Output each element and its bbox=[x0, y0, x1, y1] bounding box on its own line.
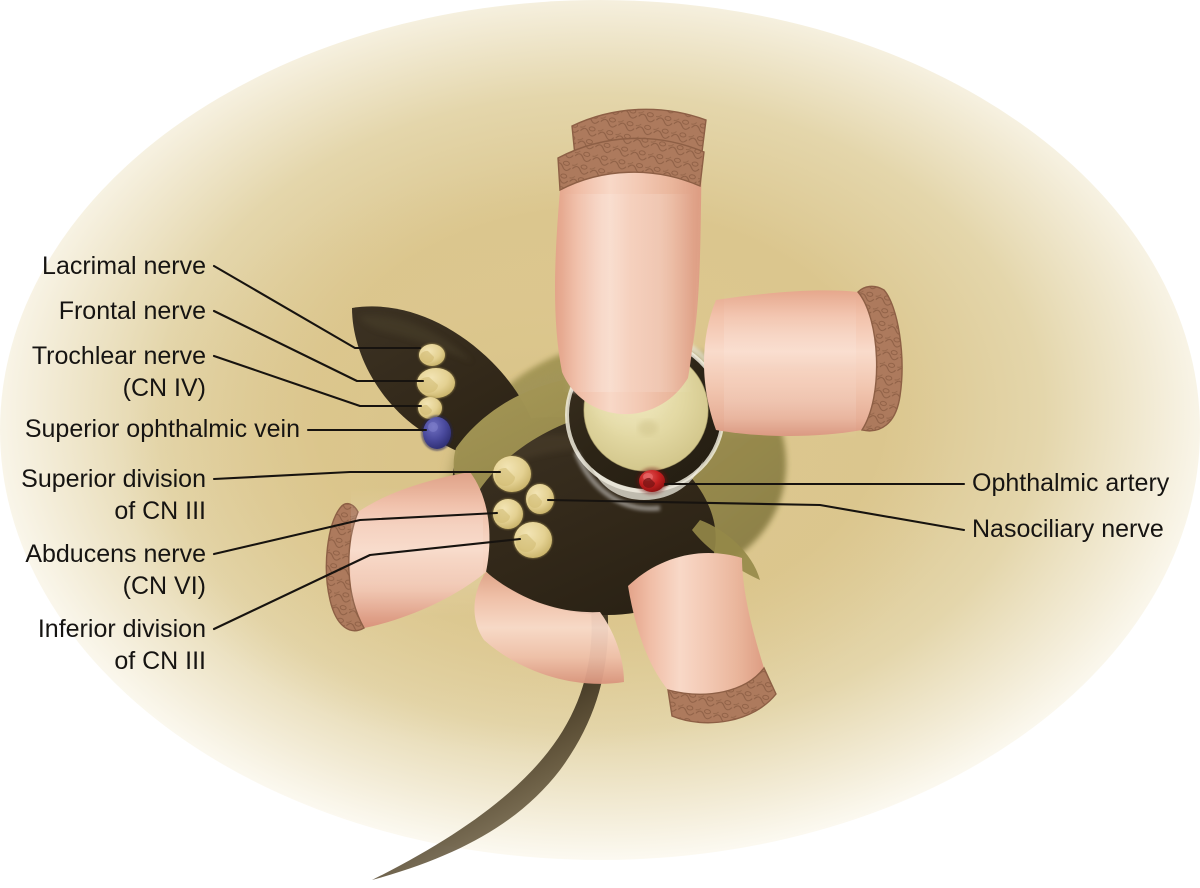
label-trochlear-nerve: Trochlear nerve(CN IV) bbox=[32, 342, 206, 402]
optic-sheath-lower-rim bbox=[592, 458, 704, 500]
frontal-nerve-section bbox=[416, 367, 456, 399]
label-nasociliary-nerve: Nasociliary nerve bbox=[972, 515, 1164, 543]
fissure-tail bbox=[372, 600, 609, 880]
superior-rectus-cut-surface bbox=[557, 137, 705, 192]
lateral-rectus-stump bbox=[704, 285, 903, 440]
superior-division-cn3-section bbox=[492, 455, 532, 493]
trochlear-nerve-section bbox=[417, 396, 443, 420]
inferior-oblique-band bbox=[474, 572, 624, 684]
leader-lines bbox=[212, 264, 966, 631]
leader-trochlear-nerve bbox=[212, 354, 423, 408]
abducens-nerve-section bbox=[492, 498, 524, 530]
leader-inferior-division-cn3 bbox=[212, 537, 522, 631]
leader-lacrimal-nerve bbox=[212, 264, 422, 350]
nasociliary-nerve-section bbox=[525, 483, 555, 515]
label-lacrimal-nerve: Lacrimal nerve bbox=[42, 252, 206, 280]
label-ophthalmic-artery: Ophthalmic artery bbox=[972, 469, 1170, 497]
leader-nasociliary-nerve bbox=[546, 498, 966, 532]
leader-frontal-nerve bbox=[212, 309, 425, 383]
inferior-rectus-cut-surface bbox=[667, 666, 777, 724]
superior-ophthalmic-vein-section bbox=[421, 415, 453, 451]
inferior-division-cn3-section bbox=[513, 521, 553, 559]
ophthalmic-artery-section bbox=[637, 468, 667, 494]
superior-rectus-stump bbox=[555, 137, 705, 415]
leader-superior-division-cn3 bbox=[212, 470, 502, 481]
nerve-sections-lower bbox=[492, 455, 555, 559]
labels-left: Lacrimal nerve Frontal nerve Trochlear n… bbox=[21, 252, 300, 675]
label-superior-ophthalmic-vein: Superior ophthalmic vein bbox=[25, 415, 300, 443]
nerve-sections-upper bbox=[416, 343, 456, 451]
label-abducens-nerve: Abducens nerve(CN VI) bbox=[25, 540, 206, 600]
inferior-rectus-stump bbox=[628, 553, 777, 724]
lateral-rectus-cut-surface bbox=[857, 285, 903, 432]
lacrimal-nerve-section bbox=[418, 343, 446, 367]
leader-abducens-nerve bbox=[212, 511, 499, 556]
labels-right: Ophthalmic artery Nasociliary nerve bbox=[972, 469, 1170, 543]
label-frontal-nerve: Frontal nerve bbox=[59, 297, 206, 325]
